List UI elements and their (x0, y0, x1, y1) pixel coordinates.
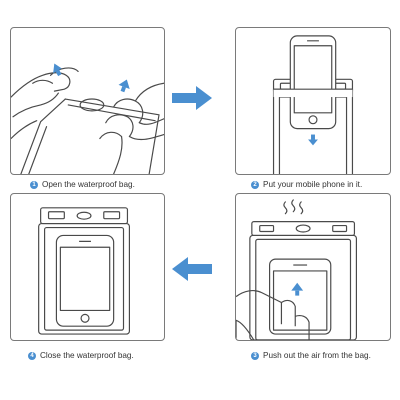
step-4-caption: 4 Close the waterproof bag. (28, 351, 134, 360)
phone-into-bag-illustration (272, 35, 354, 174)
step-4-panel (10, 193, 165, 341)
step-number-badge: 2 (251, 180, 259, 189)
wavy-air-icon (283, 199, 304, 215)
step-number-badge: 1 (30, 180, 38, 189)
hands-opening-bag-illustration (11, 63, 164, 174)
arrow-left-icon (172, 257, 212, 281)
push-out-air-illustration (236, 199, 357, 340)
step-number-badge: 3 (251, 351, 259, 360)
arrow-up-icon (53, 63, 62, 77)
step-1-caption: 1 Open the waterproof bag. (30, 180, 135, 189)
step-number-badge: 4 (28, 351, 36, 360)
step-2-text: Put your mobile phone in it. (263, 180, 363, 189)
step-1-panel (10, 27, 165, 175)
step-3-panel (235, 193, 391, 341)
step-3-text: Push out the air from the bag. (263, 351, 371, 360)
closed-bag-illustration (38, 207, 131, 335)
arrow-up-icon (291, 282, 304, 296)
arrow-down-icon (308, 134, 318, 146)
step-4-text: Close the waterproof bag. (40, 351, 134, 360)
step-1-text: Open the waterproof bag. (42, 180, 135, 189)
step-3-caption: 3 Push out the air from the bag. (251, 351, 371, 360)
arrow-up-icon (118, 79, 130, 93)
step-2-caption: 2 Put your mobile phone in it. (251, 180, 362, 189)
arrow-right-icon (172, 86, 212, 110)
step-2-panel (235, 27, 391, 175)
